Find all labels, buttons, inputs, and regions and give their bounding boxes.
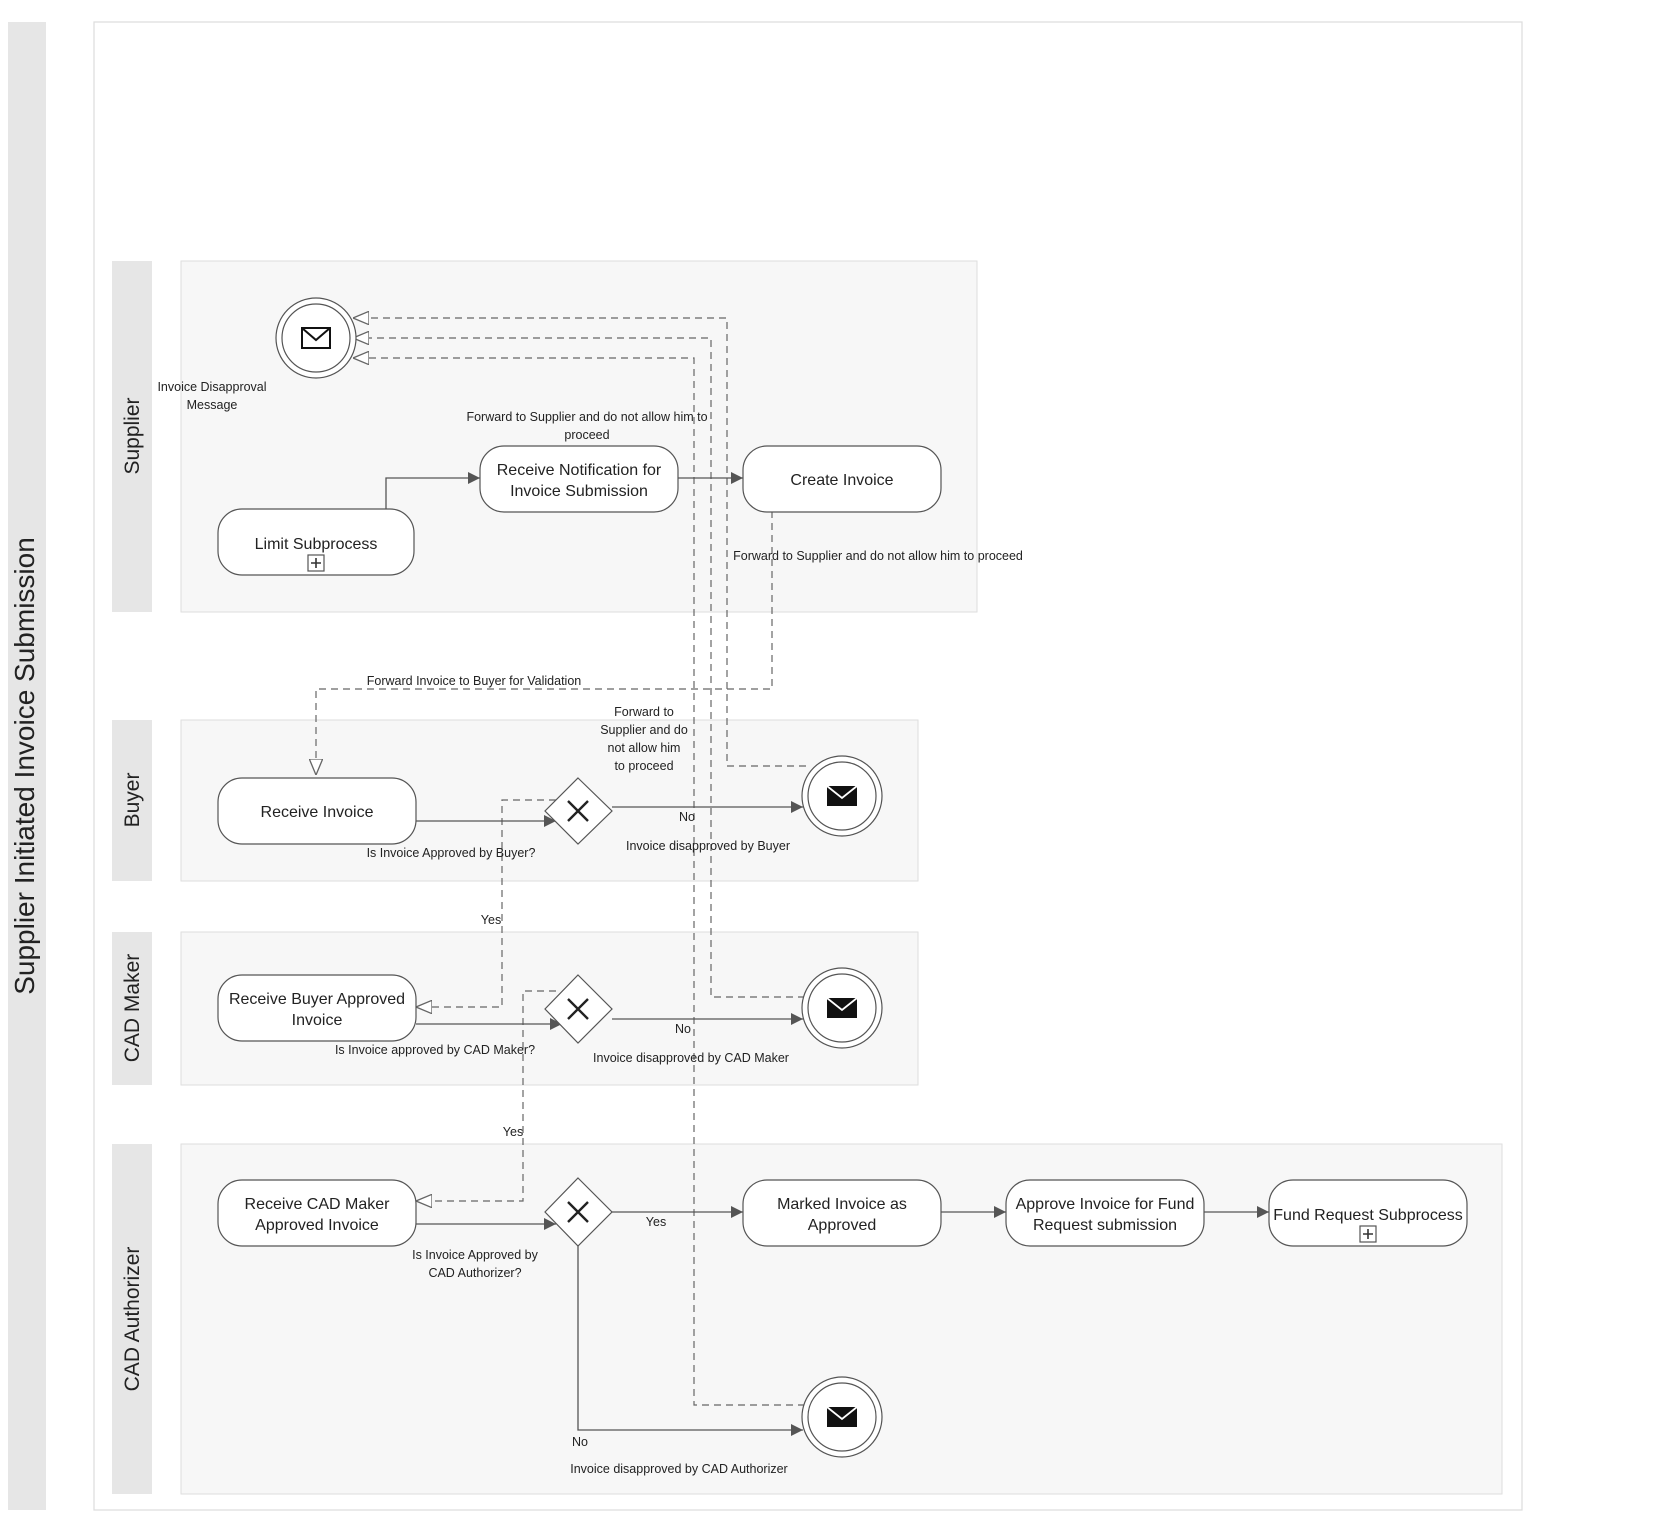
flow-label-no-buyer: No: [679, 810, 695, 824]
message-flow-cad-maker-to-cad-authorizer: [416, 990, 556, 1201]
message-flow-create-to-receive-invoice: [316, 511, 773, 775]
sequence-flow-gw-authorizer-no: [577, 1244, 803, 1436]
plus-square-icon: [307, 554, 325, 572]
flow-label-no-cad-authorizer: No: [572, 1435, 588, 1449]
flow-label-no-cad-maker: No: [675, 1022, 691, 1036]
flow-label-forward-mid-4: to proceed: [614, 759, 673, 773]
x-icon: [567, 800, 589, 822]
lane-title-cad-maker: CAD Maker: [121, 954, 144, 1063]
plus-square-icon: [1359, 1225, 1377, 1243]
flow-label-forward-mid-2: Supplier and do: [600, 723, 688, 737]
task-receive-notification[interactable]: Receive Notification for Invoice Submiss…: [479, 445, 679, 513]
task-receive-cad-maker-label-2: Approved Invoice: [255, 1217, 379, 1234]
flow-label-forward-mid-1: Forward to: [614, 705, 674, 719]
sequence-flow-limit-to-notification: [385, 472, 480, 509]
flow-label-forward-buyer-validation: Forward Invoice to Buyer for Validation: [367, 674, 582, 688]
task-approve-invoice-fund-request[interactable]: Approve Invoice for Fund Request submiss…: [1005, 1179, 1205, 1247]
envelope-icon: [826, 1406, 858, 1427]
gateway-label-cad-authorizer-2: CAD Authorizer?: [428, 1266, 521, 1280]
gateway-buyer-approval[interactable]: [544, 777, 613, 845]
event-label-disapproved-cad-maker: Invoice disapproved by CAD Maker: [593, 1051, 789, 1065]
lane-header-buyer: [112, 720, 152, 881]
flow-label-forward-right: Forward to Supplier and do not allow him…: [733, 549, 1023, 563]
message-flow-buyer-to-cad-maker: [416, 799, 556, 1007]
task-receive-buyer-approved-label-1: Receive Buyer Approved: [229, 991, 405, 1008]
task-receive-invoice[interactable]: Receive Invoice: [217, 777, 417, 845]
task-receive-buyer-approved-label-2: Invoice: [292, 1012, 343, 1029]
task-approve-invoice-label-1: Approve Invoice for Fund: [1016, 1196, 1195, 1213]
event-label-disapproved-cad-authorizer: Invoice disapproved by CAD Authorizer: [570, 1462, 787, 1476]
task-create-invoice-label: Create Invoice: [790, 472, 893, 489]
flow-label-forward-top-2: proceed: [564, 428, 609, 442]
gateway-label-buyer: Is Invoice Approved by Buyer?: [367, 846, 536, 860]
event-invoice-disapproved-cad-authorizer[interactable]: [801, 1376, 883, 1458]
x-icon: [567, 998, 589, 1020]
pool-header: [8, 22, 46, 1510]
task-receive-invoice-label: Receive Invoice: [261, 804, 374, 821]
lane-title-buyer: Buyer: [121, 773, 144, 828]
task-marked-invoice-label-2: Approved: [808, 1217, 877, 1234]
task-limit-subprocess-label: Limit Subprocess: [255, 536, 378, 553]
task-create-invoice[interactable]: Create Invoice: [742, 445, 942, 513]
event-invoice-disapproved-cad-maker[interactable]: [801, 967, 883, 1049]
event-invoice-disapproved-buyer[interactable]: [801, 755, 883, 837]
lane-header-cad-maker: [112, 932, 152, 1085]
event-label-disapproval-2: Message: [187, 398, 238, 412]
flow-label-yes-buyer: Yes: [481, 913, 501, 927]
task-receive-buyer-approved-invoice[interactable]: Receive Buyer Approved Invoice: [217, 974, 417, 1042]
task-receive-notification-label-1: Receive Notification for: [497, 462, 662, 479]
envelope-icon: [826, 785, 858, 806]
message-flow-cad-maker-to-supplier: [353, 338, 805, 998]
gateway-cad-maker-approval[interactable]: [544, 974, 613, 1044]
envelope-icon: [826, 997, 858, 1018]
flow-label-yes-cad-authorizer: Yes: [646, 1215, 666, 1229]
lane-header-cad-authorizer: [112, 1144, 152, 1494]
lane-title-cad-authorizer: CAD Authorizer: [121, 1247, 144, 1392]
pool-title: Supplier Initiated Invoice Submission: [9, 537, 40, 995]
task-receive-cad-maker-label-1: Receive CAD Maker: [245, 1196, 391, 1213]
event-label-disapproval-1: Invoice Disapproval: [157, 380, 266, 394]
event-invoice-disapproval-message[interactable]: [275, 297, 357, 379]
message-flow-buyer-to-supplier: [353, 318, 806, 767]
task-marked-invoice-label-1: Marked Invoice as: [777, 1196, 907, 1213]
flow-label-forward-mid-3: not allow him: [608, 741, 681, 755]
event-label-disapproved-buyer: Invoice disapproved by Buyer: [626, 839, 790, 853]
task-approve-invoice-label-2: Request submission: [1033, 1217, 1177, 1234]
x-icon: [567, 1201, 589, 1223]
lane-header-supplier: [112, 261, 152, 612]
task-fund-request-label: Fund Request Subprocess: [1273, 1207, 1462, 1224]
flow-label-forward-top-1: Forward to Supplier and do not allow him…: [466, 410, 707, 424]
gateway-label-cad-authorizer-1: Is Invoice Approved by: [412, 1248, 539, 1262]
flow-label-yes-cad-maker: Yes: [503, 1125, 523, 1139]
gateway-label-cad-maker: Is Invoice approved by CAD Maker?: [335, 1043, 535, 1057]
task-limit-subprocess[interactable]: Limit Subprocess: [217, 508, 415, 576]
task-receive-cad-maker-approved-invoice[interactable]: Receive CAD Maker Approved Invoice: [217, 1179, 417, 1247]
envelope-icon: [301, 327, 331, 349]
task-fund-request-subprocess[interactable]: Fund Request Subprocess: [1268, 1179, 1468, 1247]
lane-title-supplier: Supplier: [121, 397, 144, 474]
task-marked-invoice-approved[interactable]: Marked Invoice as Approved: [742, 1179, 942, 1247]
gateway-cad-authorizer-approval[interactable]: [544, 1177, 613, 1247]
task-receive-notification-label-2: Invoice Submission: [510, 483, 648, 500]
